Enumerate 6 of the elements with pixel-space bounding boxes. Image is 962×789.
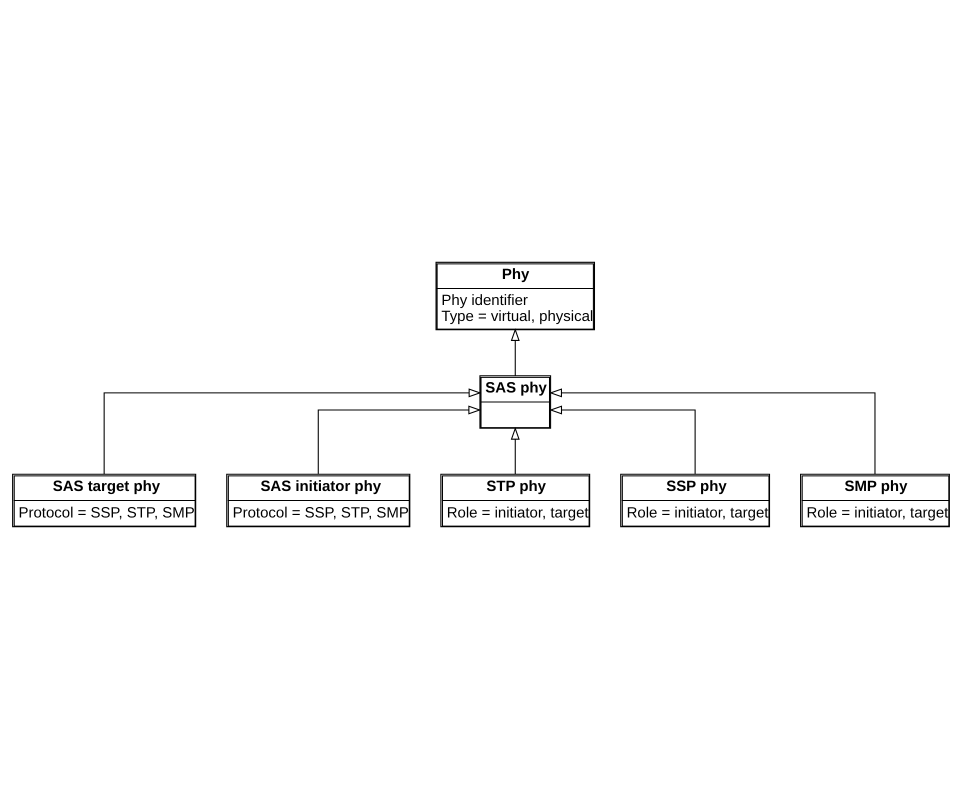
arrow — [549, 406, 696, 474]
arrow — [104, 388, 482, 474]
arrow — [510, 426, 520, 474]
arrow — [318, 406, 482, 474]
arrow — [549, 388, 876, 474]
arrow — [510, 328, 520, 376]
